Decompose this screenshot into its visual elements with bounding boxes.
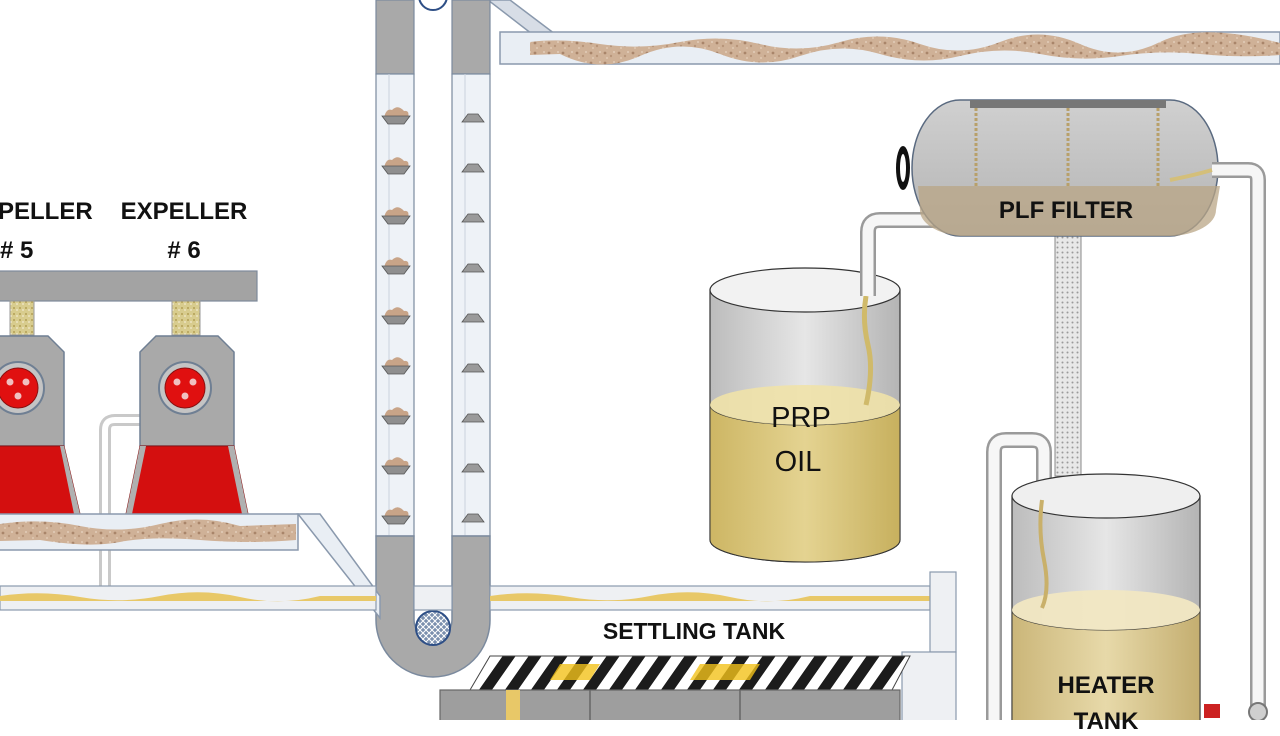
bucket-empty — [461, 213, 485, 223]
bucket-full — [381, 407, 411, 425]
expeller-6-number: # 6 — [167, 237, 201, 264]
bucket-full — [381, 207, 411, 225]
bucket-empty — [461, 113, 485, 123]
bucket-empty — [461, 263, 485, 273]
bucket-full — [381, 307, 411, 325]
bucket-empty — [461, 313, 485, 323]
process-diagram — [0, 0, 1280, 720]
bucket-empty — [461, 363, 485, 373]
heater-tank — [1011, 473, 1201, 720]
expeller-6-title: EXPELLER — [120, 198, 248, 225]
expeller-5-title: PELLER — [0, 198, 93, 225]
empty-buckets — [461, 113, 485, 523]
plf-filter — [896, 99, 1220, 477]
expeller-6 — [99, 335, 249, 586]
top-cake-conveyor — [486, 0, 1280, 65]
prp-oil-label-line1: PRP — [771, 402, 831, 434]
bucket-elevator — [375, 0, 491, 678]
plf-filter-label: PLF FILTER — [998, 197, 1134, 224]
bucket-full — [381, 357, 411, 375]
expeller-feed-bar — [0, 270, 258, 336]
bucket-empty — [461, 163, 485, 173]
cake-conveyor-lower — [0, 513, 381, 621]
heater-tank-label-line1: HEATER — [1057, 672, 1155, 699]
filter-outlet-pipe — [860, 212, 936, 296]
bucket-empty — [461, 463, 485, 473]
settling-tank — [439, 655, 911, 720]
prp-oil-tank — [709, 267, 901, 563]
oil-trough — [0, 571, 957, 720]
prp-oil-label-line2: OIL — [774, 446, 822, 478]
bucket-full — [381, 157, 411, 175]
bucket-full — [381, 457, 411, 475]
bucket-empty — [461, 413, 485, 423]
full-buckets — [381, 107, 411, 525]
bucket-full — [381, 107, 411, 125]
bucket-full — [381, 507, 411, 525]
expeller-5 — [0, 335, 81, 515]
filter-inlet-pipe — [1169, 162, 1268, 720]
settling-tank-label: SETTLING TANK — [602, 618, 786, 644]
heater-tank-label-line2: TANK — [1073, 708, 1139, 735]
bucket-full — [381, 257, 411, 275]
heater-inlet-pipe — [986, 432, 1052, 720]
expeller-5-number: # 5 — [0, 237, 34, 264]
bucket-empty — [461, 513, 485, 523]
